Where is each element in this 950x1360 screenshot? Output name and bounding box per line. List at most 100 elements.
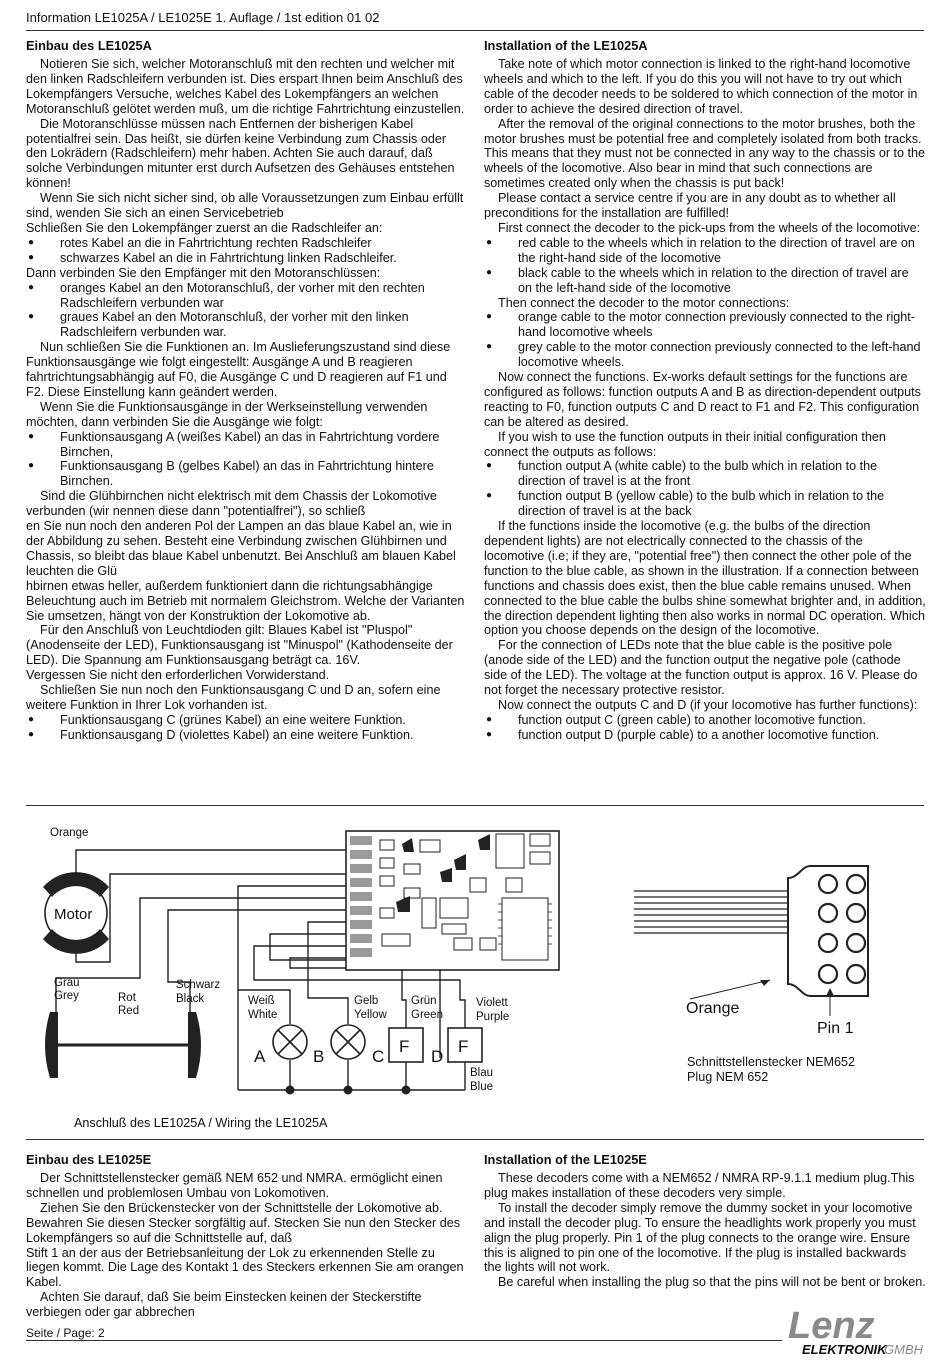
function-box-c [388, 1027, 424, 1063]
wheel-left [45, 1012, 58, 1078]
paragraph: Für den Anschluß von Leuchtdioden gilt: … [26, 623, 453, 668]
label-gruen: Grün [411, 995, 437, 1007]
paragraph: Wenn Sie die Funktionsausgänge in der We… [26, 399, 428, 429]
paragraph: Schließen Sie den Lokempfänger zuerst an… [26, 220, 383, 235]
paragraph: These decoders come with a NEM652 / NMRA… [484, 1171, 915, 1200]
logo-sub2: GMBH [884, 1342, 924, 1357]
logo-name: Lenz [788, 1305, 875, 1347]
list-item: oranges Kabel an den Motoranschluß, der … [26, 281, 468, 311]
bullet-list: oranges Kabel an den Motoranschluß, der … [26, 281, 468, 341]
paragraph: Der Schnittstellenstecker gemäß NEM 652 … [26, 1171, 443, 1200]
junction-dot [285, 1085, 295, 1095]
wire-blue [289, 957, 441, 1058]
list-item: Funktionsausgang B (gelbes Kabel) an das… [26, 459, 468, 489]
decoder-components [379, 833, 551, 961]
paragraph: Sind die Glühbirnchen nicht elektrisch m… [26, 489, 437, 519]
paragraph: For the connection of LEDs note that the… [484, 638, 918, 698]
label-green: Green [411, 1009, 443, 1021]
paragraph: If the functions inside the locomotive (… [484, 519, 926, 638]
paragraph: en Sie nun noch den anderen Pol der Lamp… [26, 519, 456, 578]
wire-orange [75, 849, 346, 880]
wire-red [55, 897, 346, 1040]
label-out-c: C [372, 1047, 384, 1066]
section-rule [26, 805, 924, 806]
footer-rule [26, 1340, 782, 1341]
arrowhead [760, 980, 770, 986]
wheel-right [188, 1012, 201, 1078]
paragraph: If you wish to use the function outputs … [484, 429, 886, 459]
list-item: graues Kabel an den Motoranschluß, der v… [26, 310, 468, 340]
header-rule [26, 30, 924, 31]
list-item: Funktionsausgang D (violettes Kabel) an … [26, 728, 468, 743]
paragraph: Vergessen Sie nicht den erforderlichen V… [26, 668, 330, 683]
lenz-logo: Lenz ELEKTRONIK GMBH [788, 1305, 924, 1357]
list-item: Funktionsausgang A (weißes Kabel) an das… [26, 430, 468, 460]
list-item: red cable to the wheels which in relatio… [484, 236, 926, 266]
list-item: rotes Kabel an die in Fahrtrichtung rech… [26, 236, 468, 251]
paragraph: To install the decoder simply remove the… [484, 1200, 916, 1275]
bullet-list: red cable to the wheels which in relatio… [484, 236, 926, 296]
motor-brush-bottom [43, 929, 109, 954]
list-item: orange cable to the motor connection pre… [484, 310, 926, 340]
function-box-d [447, 1027, 483, 1063]
list-item: function output C (green cable) to anoth… [484, 713, 926, 728]
label-yellow: Yellow [354, 1009, 388, 1021]
list-item: function output A (white cable) to the b… [484, 459, 926, 489]
arrowhead [826, 988, 834, 996]
label-pin1: Pin 1 [817, 1020, 854, 1037]
paragraph: Achten Sie darauf, daß Sie beim Einsteck… [26, 1290, 422, 1320]
label-out-b: B [313, 1047, 324, 1066]
pointer-orange [689, 979, 771, 1000]
label-gelb: Gelb [354, 995, 378, 1007]
label-grau: Grau [54, 977, 80, 989]
wire-yellow [307, 921, 349, 1024]
bullet-list: function output A (white cable) to the b… [484, 459, 926, 519]
paragraph: Notieren Sie sich, welcher Motoranschluß… [26, 57, 465, 116]
function-f-c: F [399, 1037, 409, 1056]
label-rot: Rot [118, 992, 137, 1004]
list-item: function output D (purple cable) to a an… [484, 728, 926, 743]
list-item: grey cable to the motor connection previ… [484, 340, 926, 370]
wire-purple [253, 945, 466, 1028]
paragraph: Be careful when installing the plug so t… [498, 1275, 926, 1290]
paragraph: Now connect the outputs C and D (if your… [498, 697, 918, 712]
section-heading: Einbau des LE1025A [26, 38, 152, 53]
label-red: Red [118, 1005, 139, 1017]
label-white: White [248, 1009, 277, 1021]
paragraph: Schließen Sie nun noch den Funktionsausg… [26, 683, 441, 712]
list-item: Funktionsausgang C (grünes Kabel) an ein… [26, 713, 468, 728]
paragraph: Now connect the functions. Ex-works defa… [484, 370, 921, 429]
bullet-list: orange cable to the motor connection pre… [484, 310, 926, 370]
section-le1025a-de: Einbau des LE1025A Notieren Sie sich, we… [26, 38, 468, 743]
plug-title-de: Schnittstellenstecker NEM652 [687, 1055, 855, 1069]
wiring-diagram: Orange Motor Grau Grey Rot Red Schwarz B… [43, 827, 869, 1095]
bulb-cross [335, 1029, 361, 1055]
label-violett: Violett [476, 997, 509, 1009]
wire-black [167, 909, 346, 1020]
paragraph: Die Motoranschlüsse müssen nach Entferne… [26, 116, 455, 191]
section-rule [26, 1139, 924, 1140]
paragraph: hbirnen etwas heller, außerdem funktioni… [26, 578, 465, 623]
function-f-d: F [458, 1037, 468, 1056]
list-item: schwarzes Kabel an die in Fahrtrichtung … [26, 251, 468, 266]
label-grey: Grey [54, 990, 79, 1002]
section-le1025a-en: Installation of the LE1025A Take note of… [484, 38, 926, 743]
paragraph: Take note of which motor connection is l… [484, 57, 918, 116]
section-le1025e-de: Einbau des LE1025E Der Schnittstellenste… [26, 1152, 468, 1320]
paragraph: Dann verbinden Sie den Empfänger mit den… [26, 265, 381, 280]
paragraph: Please contact a service centre if you a… [484, 191, 896, 221]
section-le1025e-en: Installation of the LE1025E These decode… [484, 1152, 926, 1290]
ribbon-cable [634, 890, 788, 934]
bullet-list: rotes Kabel an die in Fahrtrichtung rech… [26, 236, 468, 266]
paragraph: Then connect the decoder to the motor co… [498, 295, 790, 310]
list-item: black cable to the wheels which in relat… [484, 266, 926, 296]
label-out-a: A [254, 1047, 266, 1066]
label-black: Black [176, 993, 204, 1005]
paragraph: Stift 1 an der aus der Betriebsanleitung… [26, 1245, 464, 1290]
paragraph: Wenn Sie sich nicht sicher sind, ob alle… [26, 191, 464, 221]
list-item: function output B (yellow cable) to the … [484, 489, 926, 519]
junction-dot [401, 1085, 411, 1095]
diagram-caption: Anschluß des LE1025A / Wiring the LE1025… [74, 1116, 328, 1130]
label-blau: Blau [470, 1067, 493, 1079]
paragraph: After the removal of the original connec… [484, 116, 926, 191]
